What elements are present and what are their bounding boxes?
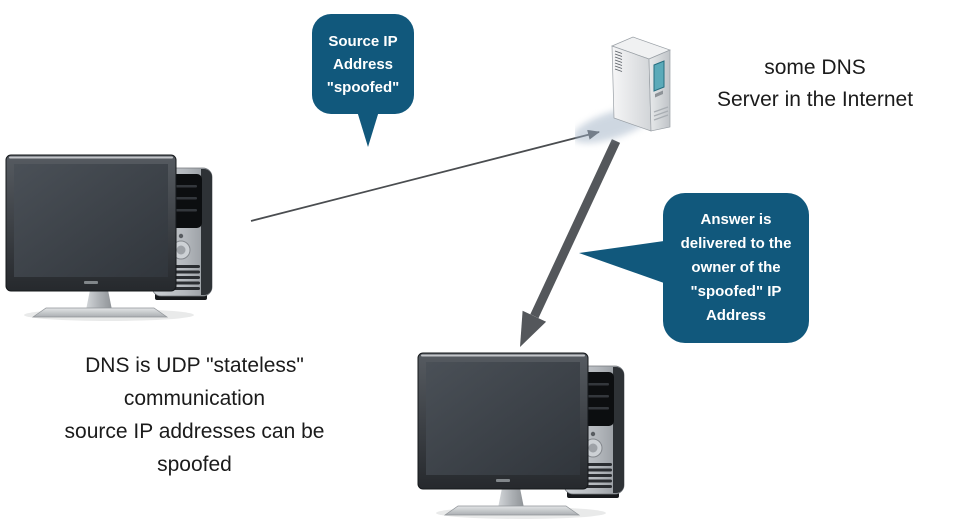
dns-server-label: some DNS Server in the Internet	[716, 56, 914, 111]
callout-source-spoofed: Source IP Address "spoofed"	[312, 14, 414, 147]
dns-server-icon	[575, 36, 671, 143]
callout-answer-text: Answer is delivered to the owner of the …	[680, 211, 792, 324]
answer-arrow	[520, 139, 621, 347]
victim-computer-icon	[416, 350, 626, 520]
client-computer-icon	[4, 152, 214, 322]
query-arrow	[250, 129, 600, 222]
callout-tail-down	[357, 111, 379, 147]
callout-source-text: Source IP Address "spoofed"	[326, 32, 400, 96]
callout-tail-left	[579, 241, 664, 283]
callout-answer-delivered: Answer is delivered to the owner of the …	[579, 193, 809, 343]
dns-stateless-note: DNS is UDP "stateless" communication sou…	[64, 354, 325, 476]
